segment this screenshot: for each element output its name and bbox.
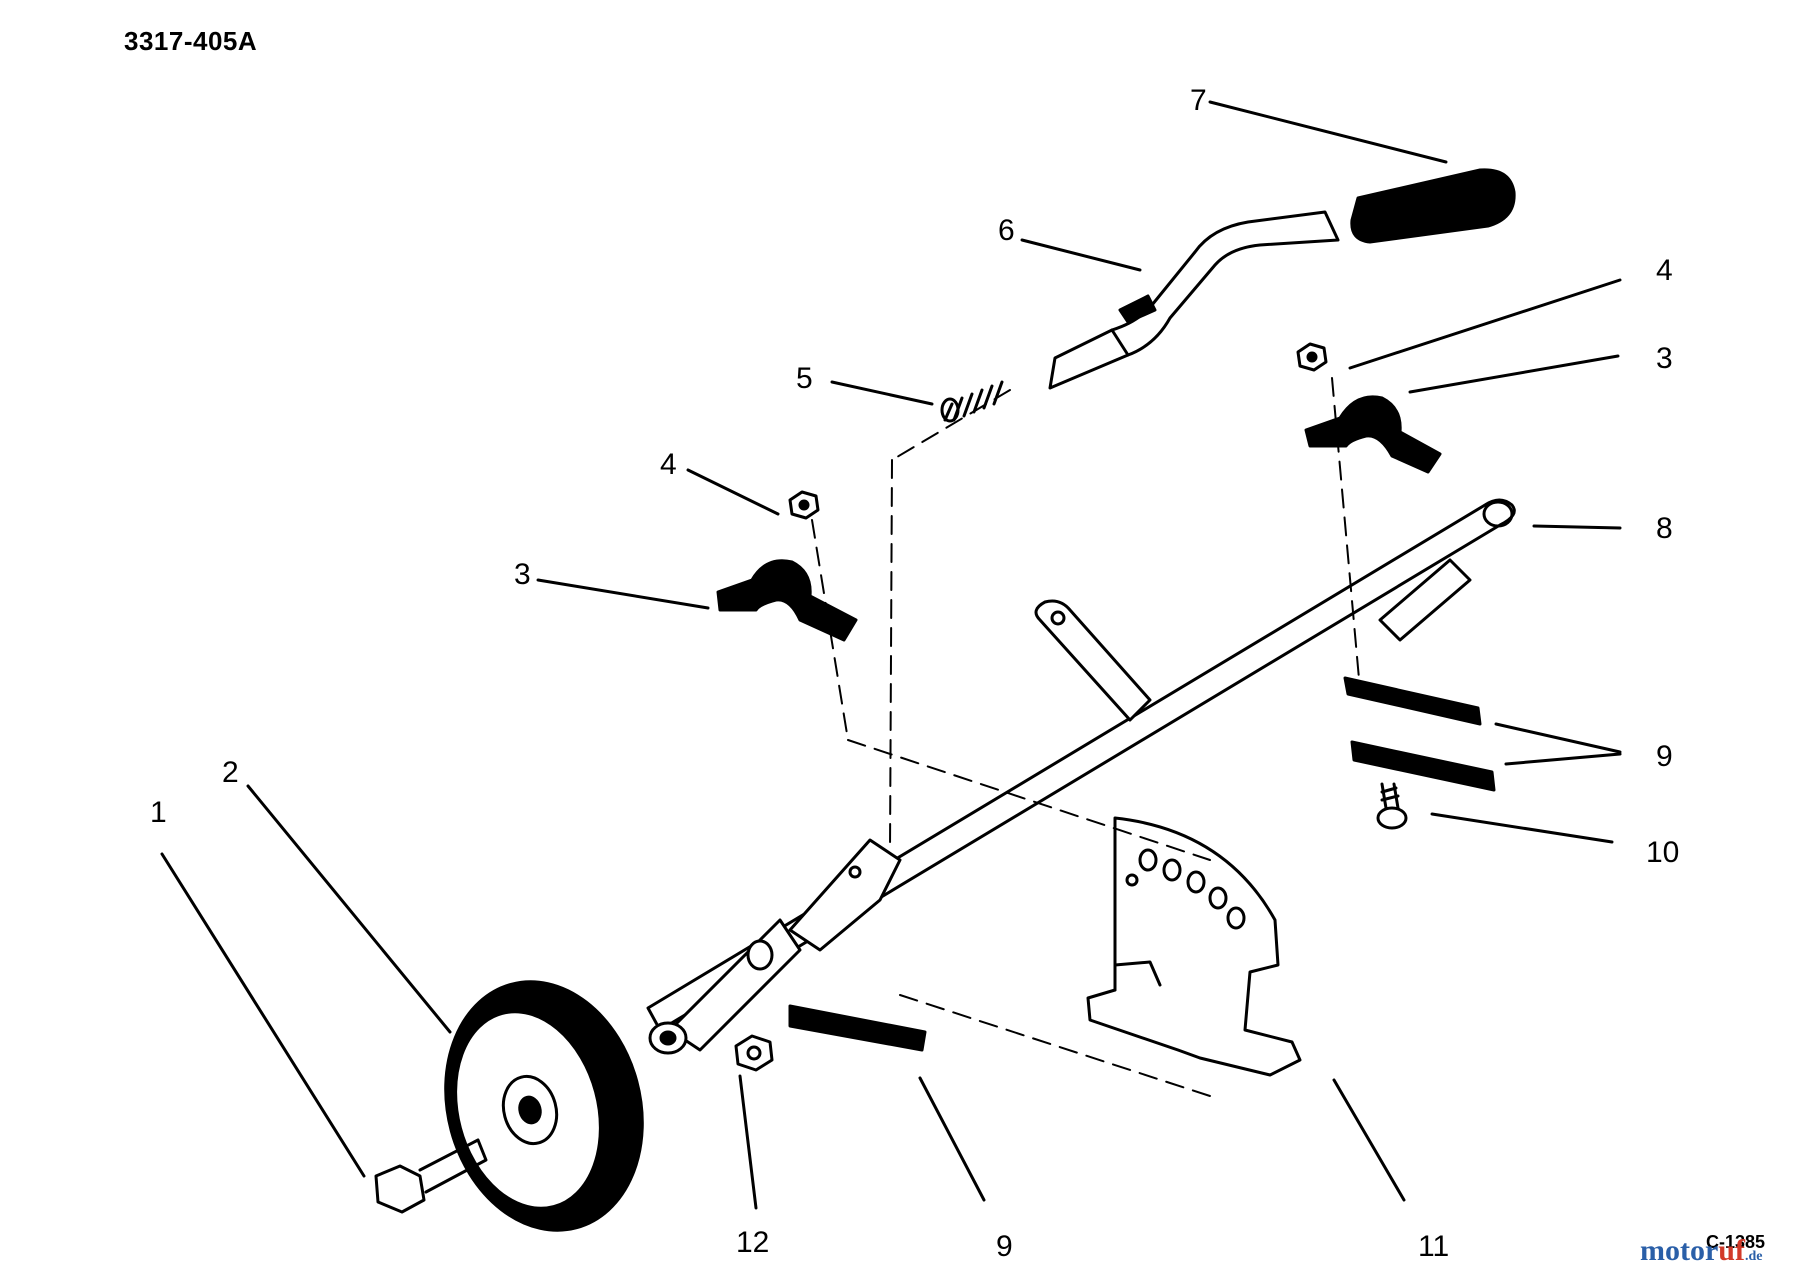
part-3-clamp-right [1304,395,1442,474]
callout-12: 12 [736,1226,769,1259]
part-9-plate-lower [788,1004,927,1052]
part-4-nut-left [788,490,820,520]
document-id: 3317-405A [124,26,258,56]
part-2-wheel [444,980,644,1232]
watermark-accent: uf [1718,1234,1745,1267]
assembly-lines [811,377,1361,1097]
callout-4b: 4 [660,448,677,481]
part-11-quadrant [1086,816,1302,1077]
leader-lines [160,100,1622,1210]
callout-5: 5 [796,362,813,395]
part-6-lever [1048,210,1340,390]
part-1-bolt [374,1138,488,1214]
part-5-spring [940,380,1004,423]
callout-10: 10 [1646,836,1679,869]
part-7-grip [1350,168,1516,244]
callout-8: 8 [1656,512,1673,545]
figure-code: C-1385 [1706,1232,1766,1252]
part-9-plates-upper [1343,676,1496,792]
callout-3a: 3 [1656,342,1673,375]
callout-9a: 9 [1656,740,1673,773]
callout-11: 11 [1418,1230,1449,1263]
part-4-nut-right [1296,342,1328,372]
callout-6: 6 [998,214,1015,247]
callout-9b: 9 [996,1230,1013,1263]
callout-7: 7 [1190,84,1207,117]
part-3-clamp-left [716,559,858,642]
callout-4a: 4 [1656,254,1673,287]
callout-3b: 3 [514,558,531,591]
callout-1: 1 [150,796,167,829]
watermark-main: motor [1640,1234,1719,1267]
watermark-logo[interactable]: motoruf.de [1640,1234,1762,1268]
watermark-tld: .de [1744,1249,1763,1264]
part-12-nut [734,1034,774,1072]
part-8-shaft [646,498,1516,1055]
part-10-screw [1376,782,1408,830]
callout-2: 2 [222,756,239,789]
